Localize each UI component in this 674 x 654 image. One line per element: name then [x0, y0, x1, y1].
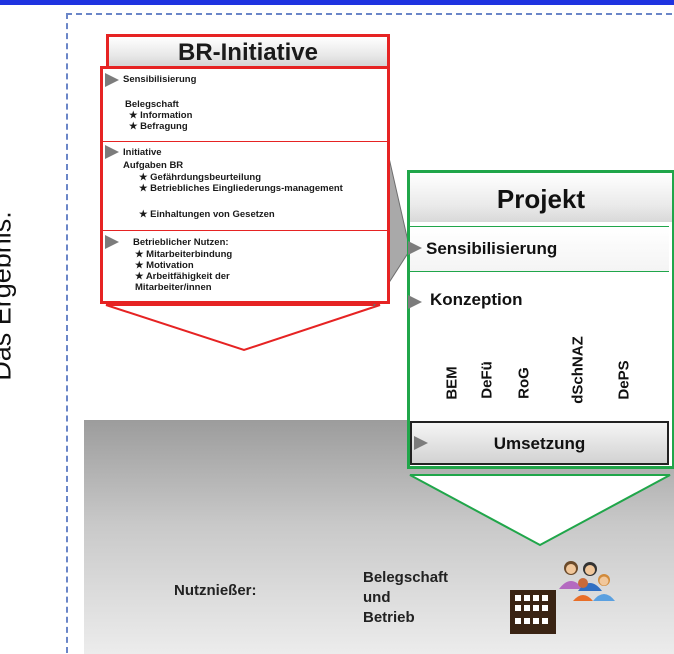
dashed-frame-top — [66, 13, 672, 15]
people-icon — [559, 561, 615, 601]
triangle-bullet-icon — [105, 145, 119, 159]
br-initiative-box: Sensibilisierung Belegschaft ★ Informati… — [100, 66, 390, 304]
triangle-bullet-icon — [414, 436, 428, 450]
triangle-bullet-icon — [408, 241, 422, 255]
br-list-item: ★ Arbeitfähigkeit der Mitarbeiter/innen — [135, 271, 230, 293]
br-section-subheading: Aufgaben BR — [123, 160, 184, 171]
br-initiative-title: BR-Initiative — [106, 34, 390, 69]
br-list-item: ★ Mitarbeiterbindung — [135, 249, 233, 260]
br-list-item: ★ Befragung — [129, 121, 188, 132]
br-list-item: ★ Gefährdungsbeurteilung — [139, 172, 261, 183]
projekt-title: Projekt — [407, 170, 674, 225]
br-section-nutzen: Betrieblicher Nutzen: ★ Mitarbeiterbindu… — [103, 230, 387, 301]
konzeption-item-rog: RoG — [515, 367, 533, 399]
projekt-umsetzung-label: Umsetzung — [493, 434, 586, 453]
br-list-item: ★ Motivation — [135, 260, 194, 271]
nutzniesser-line: Belegschaft — [363, 569, 449, 586]
building-icon — [510, 590, 556, 634]
projekt-down-chevron — [409, 474, 671, 547]
triangle-bullet-icon — [105, 235, 119, 249]
br-section-subheading: Belegschaft — [125, 99, 179, 110]
konzeption-item-bem: BEM — [443, 366, 461, 400]
nutzniesser-line: Betrieb — [363, 609, 415, 626]
projekt-sensibilisierung-row: Sensibilisierung — [408, 226, 669, 272]
top-accent-bar — [0, 0, 674, 5]
projekt-sensibilisierung-label: Sensibilisierung — [426, 239, 558, 258]
nutzniesser-line: und — [363, 589, 391, 606]
konzeption-item-deps: DePS — [615, 360, 633, 400]
br-down-chevron — [105, 304, 381, 352]
br-list-item: ★ Einhaltungen von Gesetzen — [139, 209, 275, 220]
triangle-bullet-icon — [105, 73, 119, 87]
konzeption-item-dschnaz: dSchNAZ — [569, 336, 587, 404]
konzeption-item-defue: DeFü — [478, 361, 496, 399]
br-section-heading: Sensibilisierung — [123, 74, 197, 85]
triangle-bullet-icon — [408, 295, 422, 309]
br-section-heading: Initiative — [123, 147, 162, 158]
dashed-frame-left — [66, 13, 68, 653]
projekt-konzeption-row: Konzeption — [408, 290, 669, 314]
br-section-heading: Betrieblicher Nutzen: — [133, 237, 229, 248]
nutzniesser-label: Nutznießer: — [174, 582, 257, 599]
br-list-item: ★ Betriebliches Eingliederungs-managemen… — [139, 183, 343, 194]
projekt-konzeption-label: Konzeption — [430, 290, 523, 309]
br-section-initiative: Initiative Aufgaben BR ★ Gefährdungsbeur… — [103, 141, 387, 231]
nutzniesser-group: Belegschaft und Betrieb — [363, 568, 448, 628]
projekt-umsetzung-row: Umsetzung — [410, 421, 669, 465]
br-section-sensibilisierung: Sensibilisierung Belegschaft ★ Informati… — [103, 69, 387, 142]
br-list-item: ★ Information — [129, 110, 193, 121]
